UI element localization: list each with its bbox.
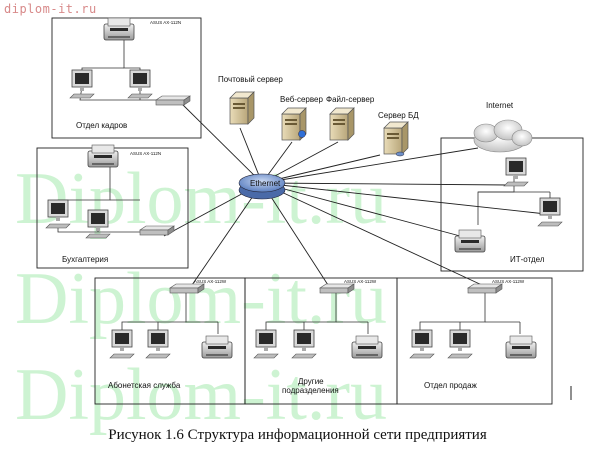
- printer-icon: [454, 229, 486, 253]
- printer-model-label: ASUS AX-112N: [130, 151, 161, 156]
- pc-icon: [127, 69, 153, 99]
- figure-caption: Рисунок 1.6 Структура информационной сет…: [108, 427, 487, 443]
- pc-icon: [253, 329, 279, 359]
- switch-icon: [139, 225, 175, 236]
- mail-server-icon: [229, 91, 255, 125]
- pc-icon: [45, 199, 71, 229]
- switch-icon: [169, 283, 205, 294]
- printer-icon: [201, 335, 233, 359]
- hub-label: Ethernet: [250, 179, 281, 188]
- dept-label-hr: Отдел кадров: [76, 121, 127, 130]
- sales-box: [396, 277, 553, 405]
- pc-icon: [85, 209, 111, 239]
- db-server-icon: [383, 121, 409, 155]
- database-icon: [395, 151, 405, 157]
- printer-icon: [505, 335, 537, 359]
- ethernet-hub-icon: [238, 173, 286, 200]
- file-server-label: Файл-сервер: [326, 95, 375, 104]
- pc-icon: [109, 329, 135, 359]
- mail-server-label: Почтовый сервер: [218, 75, 283, 84]
- printer-icon: [103, 17, 135, 41]
- dept-label-other-line2: подразделения: [282, 386, 339, 395]
- watermark-url: diplom-it.ru: [4, 2, 97, 16]
- printer-model-label: ASUS AX-112N: [150, 20, 181, 25]
- dept-label-other-line1: Другие: [298, 377, 324, 386]
- dept-label-subscription: Абонетская служба: [108, 381, 181, 390]
- internet-label: Internet: [486, 101, 514, 110]
- pc-icon: [409, 329, 435, 359]
- pc-icon: [291, 329, 317, 359]
- globe-icon: [298, 130, 306, 138]
- printer-icon: [87, 144, 119, 168]
- dept-label-accounting: Бухгалтерия: [62, 255, 108, 264]
- watermark-text: Diplom-it.ru: [15, 158, 388, 240]
- switch-model-label: ASUS AX-112W: [492, 279, 525, 284]
- pc-icon: [503, 157, 529, 187]
- internet-cloud-icon: [473, 119, 533, 153]
- switch-model-label: ASUS AX-112W: [194, 279, 227, 284]
- pc-icon: [537, 197, 563, 227]
- watermark-text: Diplom-it.ru: [15, 258, 388, 340]
- switch-model-label: ASUS AX-112W: [344, 279, 377, 284]
- printer-icon: [351, 335, 383, 359]
- dept-label-it: ИТ-отдел: [510, 255, 545, 264]
- dept-label-sales: Отдел продаж: [424, 381, 478, 390]
- file-server-icon: [329, 107, 355, 141]
- pc-icon: [69, 69, 95, 99]
- db-server-label: Сервер БД: [378, 111, 419, 120]
- web-server-label: Веб-сервер: [280, 95, 323, 104]
- pc-icon: [145, 329, 171, 359]
- switch-icon: [155, 95, 191, 106]
- watermark-text: Diplom-it.ru: [15, 354, 388, 436]
- switch-icon: [467, 283, 503, 294]
- pc-icon: [447, 329, 473, 359]
- switch-icon: [319, 283, 355, 294]
